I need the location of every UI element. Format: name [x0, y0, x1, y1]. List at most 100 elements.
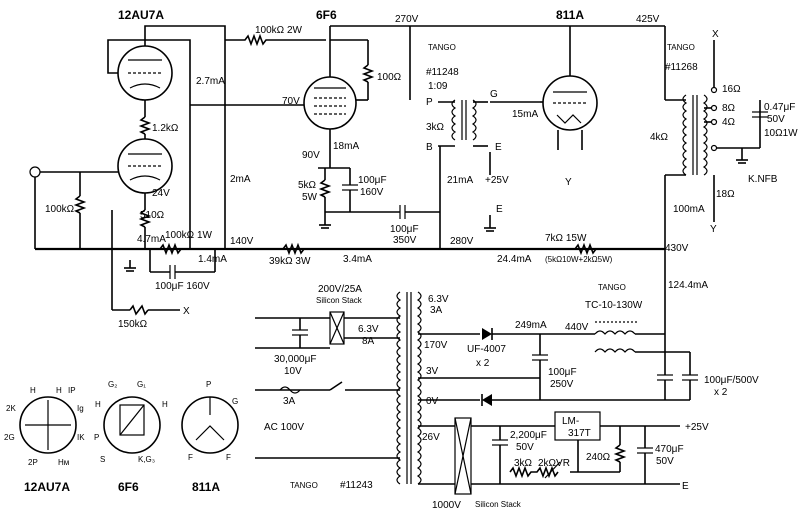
- r-5kw-label: 5W: [302, 192, 318, 203]
- t1-coils: [451, 99, 477, 141]
- c-350v-label: 350V: [393, 235, 417, 246]
- r-7k-label: 7kΩ 15W: [545, 233, 587, 244]
- stack3-label: Silicon Stack: [475, 500, 522, 509]
- sec-8a-label: 8A: [362, 336, 375, 347]
- input-jack[interactable]: [29, 166, 41, 178]
- v24-label: 24V: [152, 188, 170, 199]
- ground-symbol-1: [124, 260, 136, 272]
- a-pin-h2: H: [56, 386, 62, 395]
- r-100k-input: [73, 195, 87, 214]
- v2-label: 6F6: [316, 8, 337, 22]
- ground-symbol-2: [319, 224, 331, 229]
- c-100u500-label: 100μF/500V: [704, 375, 759, 386]
- t1-p: P: [426, 97, 433, 108]
- tap-18: 18Ω: [716, 189, 735, 200]
- t1-ratio: 1:09: [428, 81, 448, 92]
- c-160v-label: 160V: [360, 187, 384, 198]
- v2-pentode: [303, 76, 357, 130]
- t2-4k: 4kΩ: [650, 132, 669, 143]
- v1-label: 12AU7A: [118, 8, 164, 22]
- ground-symbol-3: [484, 227, 496, 232]
- a-pin-h1: H: [30, 386, 36, 395]
- r-5k-label: 5kΩ: [298, 180, 317, 191]
- t2-coils: [682, 94, 708, 176]
- r-240-label: 240Ω: [586, 452, 611, 463]
- i21-label: 21mA: [447, 175, 473, 186]
- r-150k-label: 150kΩ: [118, 319, 148, 330]
- diode-2: [481, 394, 492, 406]
- i2-label: 2mA: [230, 174, 251, 185]
- r-39k-label: 39kΩ 3W: [269, 256, 311, 267]
- v1000-label: 1000V: [432, 500, 461, 511]
- r-100: [361, 64, 375, 83]
- c-2200v-label: 50V: [516, 442, 534, 453]
- x-terminal-2: X: [712, 29, 719, 40]
- i100-label: 100mA: [673, 204, 705, 215]
- r-100k2w: [225, 33, 326, 47]
- pinout-b-title: 6F6: [118, 480, 139, 494]
- silicon-stack-1: [329, 311, 345, 345]
- t2-maker: TANGO: [667, 43, 695, 52]
- diode-x2: x 2: [476, 358, 490, 369]
- a-pin-ik: IK: [77, 433, 85, 442]
- c-pin-p: P: [206, 380, 211, 389]
- sec-3v-label: 3V: [426, 366, 439, 377]
- r-100k2w-label: 100kΩ 2W: [255, 25, 303, 36]
- v280-label: 280V: [450, 236, 474, 247]
- r-1-2k: [138, 116, 152, 135]
- r-100-label: 100Ω: [377, 72, 402, 83]
- e-terminal-2: E: [496, 204, 503, 215]
- ground-symbol-4: [736, 159, 748, 164]
- b-pin-h2: H: [162, 400, 168, 409]
- c-047v-label: 50V: [767, 114, 785, 125]
- v1-grid-wire: [107, 39, 191, 105]
- v90-label: 90V: [302, 150, 320, 161]
- c-30k-label: 30,000μF: [274, 354, 316, 365]
- v140-label: 140V: [230, 236, 254, 247]
- t1-model: #11248: [426, 67, 459, 78]
- r-240: [613, 444, 627, 463]
- sec-170-label: 170V: [424, 340, 448, 351]
- a-pin-ip: IP: [68, 386, 76, 395]
- y-terminal-2: Y: [710, 224, 717, 235]
- v3-triode: [542, 75, 598, 131]
- c-2200-label: 2,200μF: [510, 430, 547, 441]
- c-pin-f1: F: [188, 453, 193, 462]
- diode-1: [482, 328, 493, 340]
- pinout-12au7a: [19, 396, 77, 454]
- knfb-label: K.NFB: [748, 174, 778, 185]
- i34-label: 3.4mA: [343, 254, 372, 265]
- v1-upper-triode: [117, 45, 173, 101]
- stack-label: Silicon Stack: [316, 296, 363, 305]
- r-150k: [129, 304, 149, 316]
- tap-16: 16Ω: [722, 84, 741, 95]
- plus25-label-1: +25V: [485, 175, 509, 186]
- c-pin-f2: F: [226, 453, 231, 462]
- power-transformer: [396, 291, 422, 485]
- sec-0v-label: 0V: [426, 396, 439, 407]
- a-pin-2p: 2P: [28, 458, 38, 467]
- v1-lower-triode: [117, 138, 173, 194]
- c-250v-label: 250V: [550, 379, 574, 390]
- b-pin-k: K,G₃: [138, 455, 155, 464]
- r-3k-label: 3kΩ: [514, 458, 533, 469]
- i249-label: 249mA: [515, 320, 547, 331]
- pinout-6f6: [103, 396, 161, 454]
- r-7k: [574, 242, 597, 256]
- choke-maker: TANGO: [598, 283, 626, 292]
- tap-4: 4Ω: [722, 117, 736, 128]
- a-pin-ig: Ig: [77, 404, 84, 413]
- stack-rating: 200V/25A: [318, 284, 362, 295]
- ac100-label: AC 100V: [264, 422, 304, 433]
- i244-label: 24.4mA: [497, 254, 532, 265]
- reg-label-2: 317T: [568, 428, 591, 439]
- b-pin-s: S: [100, 455, 105, 464]
- r-100k-input-label: 100kΩ: [45, 204, 75, 215]
- fuse: [279, 386, 301, 394]
- y-terminal-1: Y: [565, 177, 572, 188]
- sec-26-label: 26V: [422, 432, 440, 443]
- r-7k-note: (5kΩ10W+2kΩ5W): [545, 255, 613, 264]
- i18-label: 18mA: [333, 141, 359, 152]
- r-100k1w: [159, 242, 182, 256]
